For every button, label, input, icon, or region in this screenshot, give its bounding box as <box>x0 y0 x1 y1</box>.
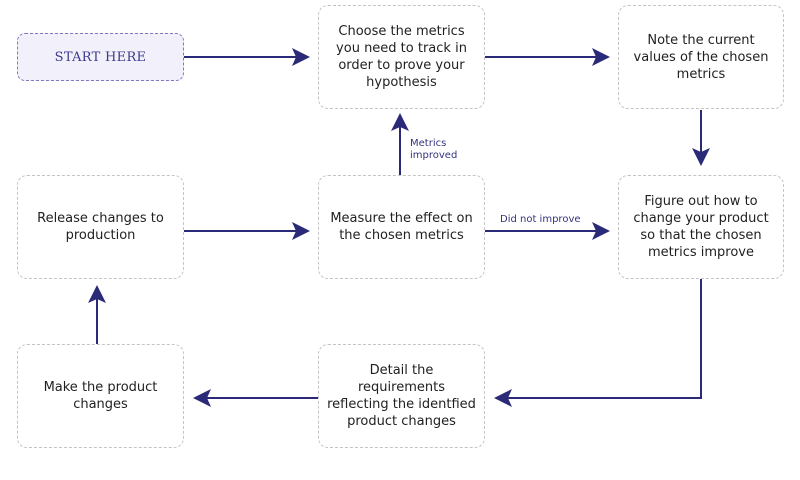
did-not-improve-label: Did not improve <box>500 214 581 225</box>
metrics-improved-label: Metrics improved <box>410 138 458 161</box>
figure-out-node: Figure out how to change your product so… <box>618 175 784 279</box>
measure-effect-label: Measure the effect on the chosen metrics <box>330 211 473 243</box>
arrow-detail-to-make <box>193 389 318 407</box>
arrow-measure-to-choose <box>391 113 409 175</box>
arrow-figure-to-detail <box>494 279 702 407</box>
detail-requirements-node: Detail the requirements reflecting the i… <box>318 344 485 448</box>
make-changes-label: Make the product changes <box>43 380 158 412</box>
start-here-label: START HERE <box>54 49 147 65</box>
arrow-measure-to-figure <box>485 222 610 240</box>
arrow-choose-to-note <box>485 48 610 66</box>
choose-metrics-node: Choose the metrics you need to track in … <box>318 5 485 109</box>
arrow-make-to-release <box>88 285 106 344</box>
arrow-note-to-figure <box>692 110 710 166</box>
choose-metrics-label: Choose the metrics you need to track in … <box>336 24 467 90</box>
release-changes-label: Release changes to production <box>37 211 164 243</box>
measure-effect-node: Measure the effect on the chosen metrics <box>318 175 485 279</box>
note-values-label: Note the current values of the chosen me… <box>633 32 769 82</box>
note-values-node: Note the current values of the chosen me… <box>618 5 784 109</box>
release-changes-node: Release changes to production <box>17 175 184 279</box>
detail-requirements-label: Detail the requirements reflecting the i… <box>327 363 476 429</box>
make-changes-node: Make the product changes <box>17 344 184 448</box>
figure-out-label: Figure out how to change your product so… <box>633 194 769 260</box>
arrow-start-to-choose <box>184 48 310 66</box>
start-here-node: START HERE <box>17 33 184 81</box>
arrow-release-to-measure <box>184 222 310 240</box>
